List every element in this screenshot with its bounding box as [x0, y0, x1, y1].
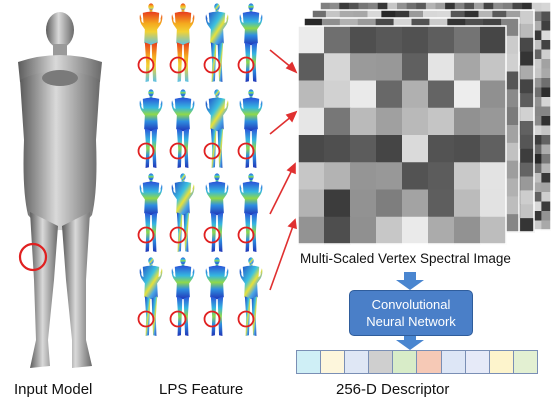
highlight-circle [169, 310, 187, 328]
lps-figure [237, 3, 263, 82]
caption-input-model: Input Model [14, 381, 93, 398]
descriptor-cell [297, 351, 322, 373]
lps-figure [137, 3, 163, 82]
cnn-box: Convolutional Neural Network [349, 290, 473, 336]
lps-feature-grid [137, 3, 263, 336]
spectral-layer [297, 25, 507, 245]
input-model [18, 12, 102, 368]
lps-figure [137, 89, 163, 168]
descriptor-cell [441, 351, 466, 373]
lps-figure [203, 89, 229, 168]
cnn-label-line1: Convolutional [371, 297, 451, 312]
lps-figure [203, 257, 229, 336]
highlight-circle [237, 142, 255, 160]
highlight-circle [203, 310, 221, 328]
lps-figure [237, 257, 263, 336]
caption-lps-feature: LPS Feature [159, 381, 244, 398]
flow-arrows [396, 272, 424, 350]
highlight-circle [137, 56, 155, 74]
lps-figure [169, 257, 195, 336]
red-arrows [269, 49, 298, 291]
descriptor-cell [321, 351, 346, 373]
lps-figure [203, 173, 229, 252]
descriptor-cell [513, 351, 537, 373]
lps-figure [137, 257, 163, 336]
highlight-circle [137, 226, 155, 244]
descriptor-cell [393, 351, 418, 373]
highlight-circle [169, 56, 187, 74]
spectral-image-stack [297, 1, 551, 245]
lps-figure [169, 3, 195, 82]
lps-figure [169, 173, 195, 252]
descriptor-cell [345, 351, 370, 373]
lps-figure [169, 89, 195, 168]
lps-figure [203, 3, 229, 82]
highlight-circle [137, 142, 155, 160]
highlight-circle [137, 310, 155, 328]
lps-figure [237, 173, 263, 252]
descriptor-cell [489, 351, 514, 373]
highlight-circle [237, 310, 255, 328]
highlight-circle [169, 142, 187, 160]
descriptor-bar [296, 350, 538, 374]
lps-figure [237, 89, 263, 168]
descriptor-cell [417, 351, 442, 373]
highlight-circle [203, 56, 221, 74]
highlight-circle [203, 226, 221, 244]
highlight-circle [237, 56, 255, 74]
descriptor-cell [465, 351, 490, 373]
cnn-label-line2: Neural Network [366, 314, 456, 329]
descriptor-cell [369, 351, 394, 373]
highlight-circle [203, 142, 221, 160]
highlight-circle [18, 242, 48, 272]
caption-spectral-image: Multi-Scaled Vertex Spectral Image [300, 251, 511, 266]
highlight-circle [237, 226, 255, 244]
highlight-circle [169, 226, 187, 244]
lps-figure [137, 173, 163, 252]
caption-descriptor: 256-D Descriptor [336, 381, 450, 398]
